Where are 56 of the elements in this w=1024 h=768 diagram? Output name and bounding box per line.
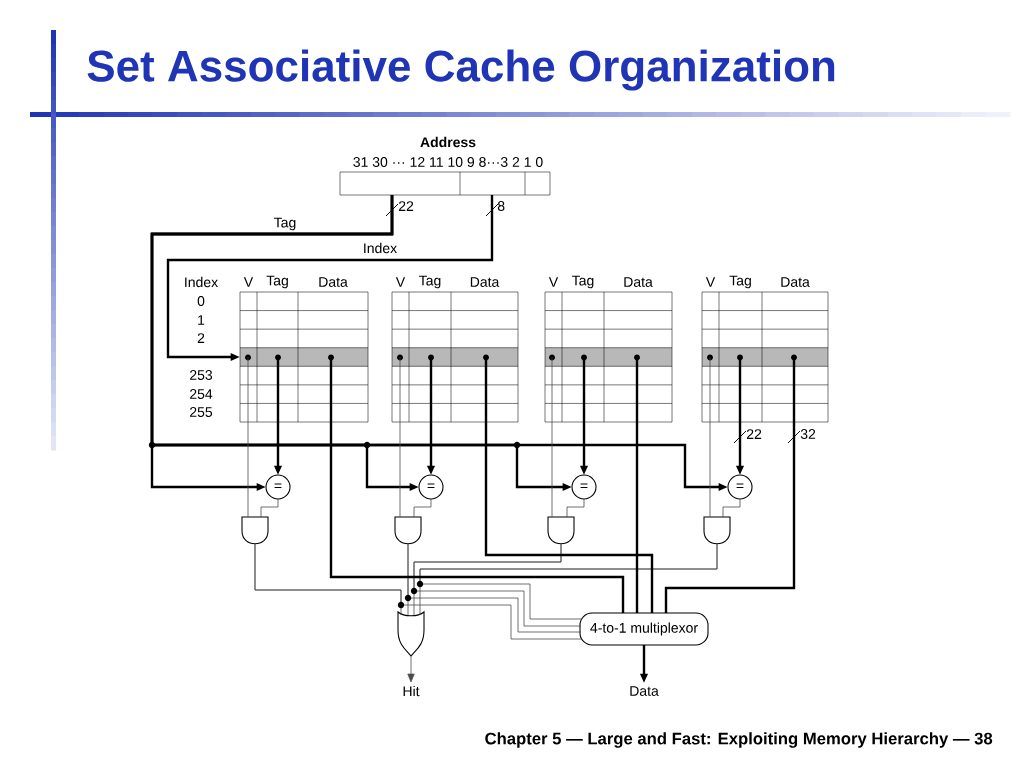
node-label: Tag — [729, 275, 751, 289]
connector — [709, 357, 711, 518]
address-register: Address 31 30 ··· 12 11 10 9 8···3 2 1 0 — [339, 136, 551, 196]
node-label: Data — [781, 277, 810, 287]
cache-table: V Tag Data — [701, 275, 829, 423]
connector — [635, 357, 639, 613]
row-index: 254 — [190, 389, 213, 399]
and-gate — [394, 516, 422, 545]
node-label: Tag — [266, 275, 288, 289]
row-index: 253 — [190, 370, 213, 380]
footer-text: Chapter 5 — Large and Fast: Exploiting Memory Hierarchy — 38 — [485, 732, 993, 748]
node-label: V — [395, 277, 406, 287]
bus-width-label: 22 — [399, 201, 414, 211]
connector — [664, 357, 796, 613]
and-gate — [703, 516, 731, 545]
row-index: 2 — [197, 333, 205, 343]
connector — [329, 357, 625, 613]
row-index: 255 — [190, 407, 213, 417]
multiplexor-box: 4-to-1 multiplexor — [579, 612, 709, 646]
row-index-heading: Index — [185, 276, 218, 288]
connector — [260, 498, 279, 518]
and-gate — [241, 516, 269, 545]
cache-table: V Tag Data — [391, 275, 519, 423]
bus-width-label: 32 — [800, 429, 816, 439]
connector — [484, 357, 654, 613]
bus-width-label: 8 — [497, 201, 505, 211]
bus-width-label: 22 — [747, 429, 762, 439]
cache-table: V Tag Data — [239, 275, 369, 423]
output-label: Hit — [403, 685, 420, 697]
and-gate — [547, 516, 575, 545]
node-label: Data — [470, 277, 500, 287]
connector — [722, 498, 741, 518]
node-label: Data — [624, 277, 653, 287]
node-label: Address — [420, 136, 476, 148]
connector — [413, 498, 432, 518]
or-gate — [397, 611, 425, 657]
title: Set Associative Cache Organization — [87, 49, 835, 91]
cache-table: V Tag Data — [544, 275, 673, 423]
connector — [566, 498, 585, 518]
node-label: Data — [319, 277, 348, 287]
edge-label: Tag — [272, 216, 298, 232]
node-label: 31 30 ··· 12 11 10 9 8···3 2 1 0 — [353, 157, 543, 167]
edge-label: Index — [361, 241, 399, 255]
node-label: Tag — [572, 275, 594, 289]
connector — [247, 357, 249, 518]
connector — [407, 655, 415, 683]
node-label: Tag — [419, 275, 441, 289]
output-label: Data — [630, 686, 659, 696]
node-label: V — [243, 277, 254, 287]
node-label: V — [705, 277, 716, 287]
row-index: 0 — [197, 296, 205, 306]
connector — [551, 357, 553, 518]
node-label: V — [548, 277, 559, 287]
row-index: 1 — [198, 315, 205, 325]
connector — [399, 357, 401, 518]
connector — [254, 543, 583, 640]
